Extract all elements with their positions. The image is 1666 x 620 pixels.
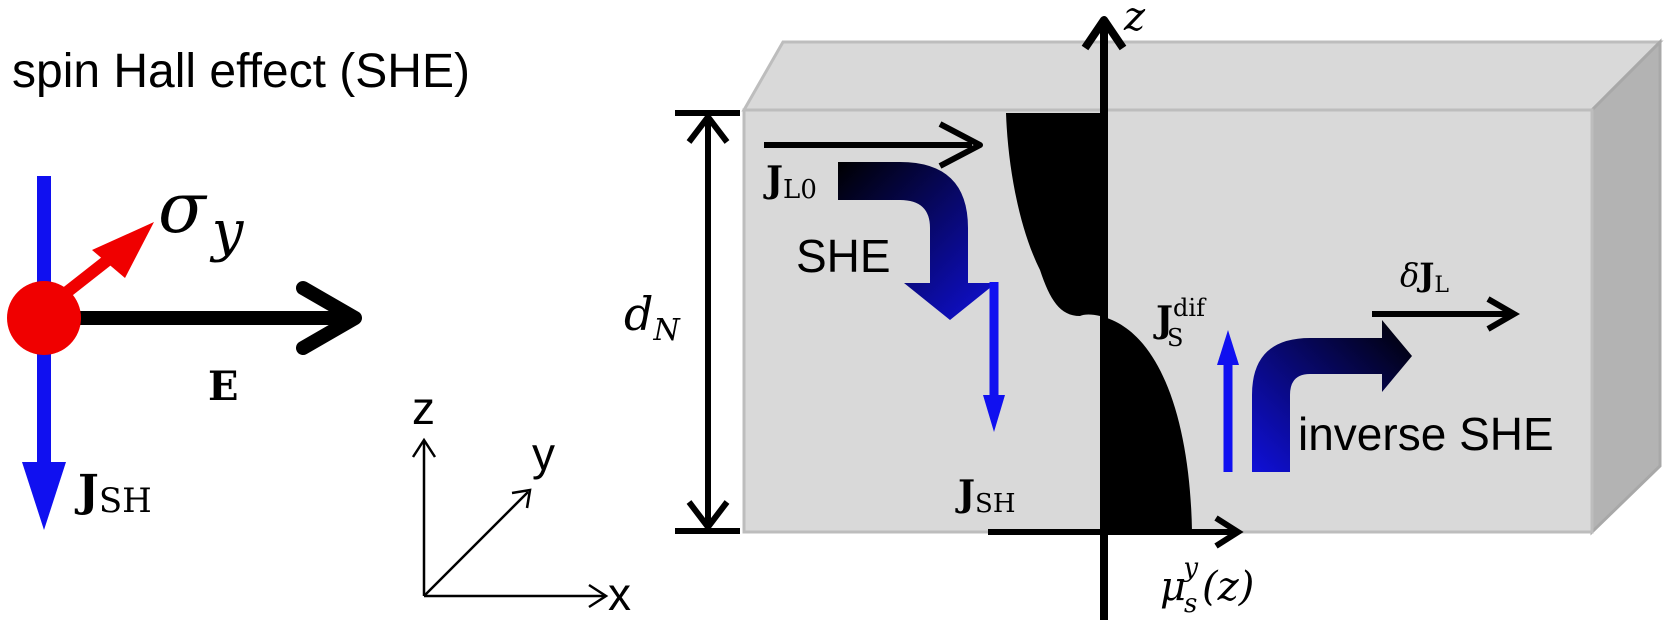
e-field-label: E bbox=[208, 363, 239, 410]
block-jsh-arrowhead bbox=[983, 395, 1005, 432]
mu-axis-arrowhead bbox=[1214, 515, 1244, 549]
she-curved-arrow bbox=[838, 162, 996, 320]
thickness-label: dN bbox=[624, 287, 681, 348]
block-jsh-label: JSH bbox=[955, 473, 1016, 519]
block-top-face bbox=[741, 40, 1664, 112]
block-z-axis-arrowhead bbox=[1081, 16, 1127, 51]
thickness-arrowhead-bottom bbox=[686, 500, 730, 532]
y-axis bbox=[423, 491, 529, 597]
block-z-axis: z bbox=[1081, 0, 1146, 620]
jsh-current-arrowhead bbox=[22, 462, 66, 530]
coordinate-axes: z y x bbox=[411, 382, 631, 620]
e-field-arrowhead bbox=[296, 281, 362, 355]
inverse-she-curved-arrow bbox=[1252, 320, 1412, 472]
block-side-face bbox=[1590, 38, 1662, 536]
normal-metal-block bbox=[741, 38, 1664, 536]
inverse-she-label: inverse SHE bbox=[1298, 408, 1554, 460]
jl0-arrow: JL0 bbox=[763, 121, 983, 205]
jsdif-arrow bbox=[1217, 330, 1239, 472]
delta-jl-arrow: δJL bbox=[1372, 256, 1521, 332]
jl0-arrowhead bbox=[938, 121, 983, 169]
mu-label: μsy(z) bbox=[1160, 553, 1254, 619]
mu-axis: μsy(z) bbox=[988, 515, 1254, 619]
jsdif-arrowhead bbox=[1217, 330, 1239, 365]
block-jsh-arrow bbox=[983, 282, 1005, 432]
jl0-label: JL0 bbox=[763, 159, 817, 205]
x-axis-label: x bbox=[608, 568, 631, 620]
y-axis-label: y bbox=[532, 428, 555, 480]
she-label: SHE bbox=[796, 230, 891, 282]
spin-accumulation-profile bbox=[1006, 113, 1192, 531]
delta-jl-label: δJL bbox=[1400, 256, 1449, 298]
sigma-spin-arrowhead bbox=[92, 222, 154, 278]
z-axis-arrowhead bbox=[411, 437, 437, 458]
x-axis-arrowhead bbox=[588, 583, 609, 609]
thickness-dimension: dN bbox=[624, 110, 740, 534]
jsh-label: JSH bbox=[74, 466, 152, 521]
z-axis-label: z bbox=[412, 382, 435, 434]
block-z-axis-label: z bbox=[1123, 0, 1146, 40]
y-axis-arrowhead bbox=[511, 488, 532, 509]
spin-particle bbox=[7, 281, 81, 355]
thickness-arrowhead-top bbox=[686, 112, 730, 144]
delta-jl-arrowhead bbox=[1486, 296, 1521, 332]
figure-title: spin Hall effect (SHE) bbox=[12, 45, 470, 98]
